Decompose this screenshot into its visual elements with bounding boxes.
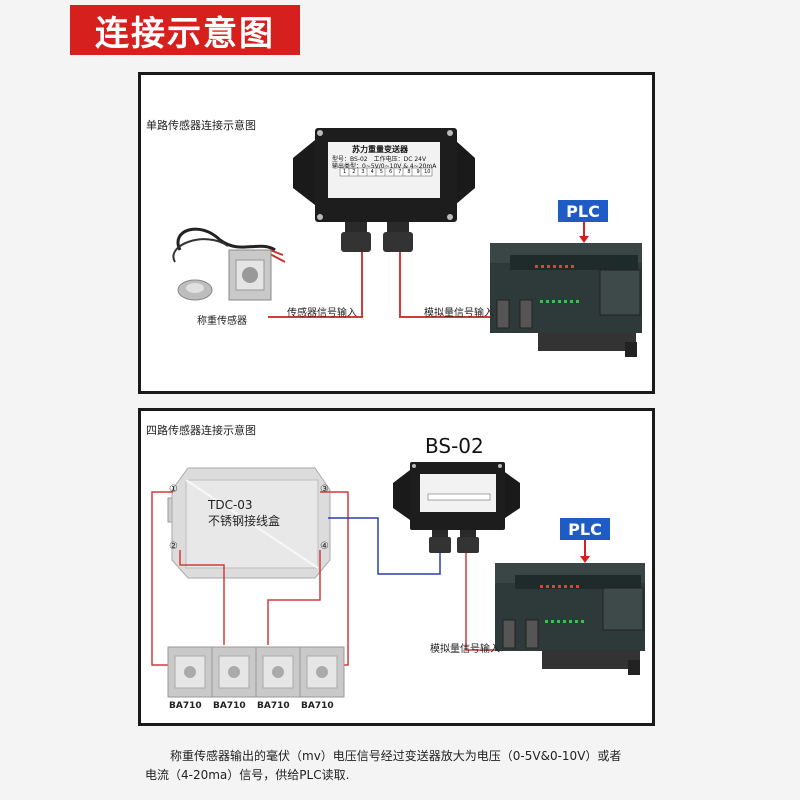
transmitter-1-line1: 型号：BS-02 工作电压：DC 24V bbox=[332, 156, 427, 163]
load-cell-b bbox=[211, 646, 257, 698]
transmitter-box-2 bbox=[393, 462, 520, 553]
terminal-label: 8 bbox=[407, 169, 411, 175]
sensor-signal-input-label: 传感器信号输入 bbox=[287, 308, 357, 319]
plc-led-row-1b bbox=[540, 300, 579, 303]
junction-port-2: ② bbox=[169, 541, 178, 552]
plc-led-row-2b bbox=[545, 620, 584, 623]
junction-port-1: ① bbox=[169, 484, 178, 495]
transmitter-1-line2: 输出类型：0~5V/0~10V & 4~20mA bbox=[332, 163, 437, 170]
terminal-label: 10 bbox=[424, 169, 431, 175]
page-title: 连接示意图 bbox=[70, 5, 300, 55]
plc-device-1 bbox=[490, 243, 642, 357]
caption-line-1: 称重传感器输出的毫伏（mv）电压信号经过变送器放大为电压（0-5V&0-10V）… bbox=[170, 749, 622, 763]
terminal-label: 1 bbox=[343, 169, 347, 175]
plc-tag-1: PLC bbox=[558, 200, 608, 222]
plc-tag-2: PLC bbox=[560, 518, 610, 540]
terminal-label: 5 bbox=[379, 169, 383, 175]
load-cell-d bbox=[299, 646, 345, 698]
load-cell-label: BA710 bbox=[257, 701, 290, 711]
bs02-label: BS-02 bbox=[425, 434, 484, 458]
plc-device-2 bbox=[495, 563, 645, 675]
transmitter-box-1 bbox=[293, 128, 475, 252]
four-sensor-panel-title: 四路传感器连接示意图 bbox=[146, 424, 256, 437]
terminal-label: 2 bbox=[352, 169, 356, 175]
transmitter-1-name: 苏力重量变送器 bbox=[352, 145, 408, 154]
caption-line-2: 电流（4-20ma）信号，供给PLC读取. bbox=[145, 768, 350, 782]
load-cell-label: BA710 bbox=[169, 701, 202, 711]
terminal-label: 6 bbox=[388, 169, 393, 175]
load-cell-c bbox=[255, 646, 301, 698]
sensor-label: 称重传感器 bbox=[197, 316, 247, 327]
junction-box-name: 不锈钢接线盒 bbox=[208, 514, 281, 528]
load-cell-a bbox=[167, 646, 213, 698]
terminal-label: 3 bbox=[361, 169, 365, 175]
analog-signal-input-label-1: 模拟量信号输入 bbox=[424, 308, 494, 319]
terminal-label: 7 bbox=[398, 169, 402, 175]
load-cell-label: BA710 bbox=[301, 701, 334, 711]
load-cell-1 bbox=[172, 227, 286, 301]
analog-signal-input-label-2: 模拟量信号输入 bbox=[430, 644, 500, 655]
junction-box-model: TDC-03 bbox=[208, 498, 253, 512]
terminal-label: 9 bbox=[416, 169, 420, 175]
load-cell-label: BA710 bbox=[213, 701, 246, 711]
single-sensor-panel-title: 单路传感器连接示意图 bbox=[146, 119, 256, 132]
plc-led-row-2 bbox=[540, 585, 579, 588]
junction-port-3: ③ bbox=[320, 484, 329, 495]
junction-box bbox=[167, 467, 331, 579]
junction-port-4: ④ bbox=[320, 541, 329, 552]
transmitter-1-terminals: 1 2 3 4 5 6 7 8 9 10 bbox=[340, 169, 432, 175]
terminal-label: 4 bbox=[370, 169, 374, 175]
plc-led-row-1 bbox=[535, 265, 574, 268]
